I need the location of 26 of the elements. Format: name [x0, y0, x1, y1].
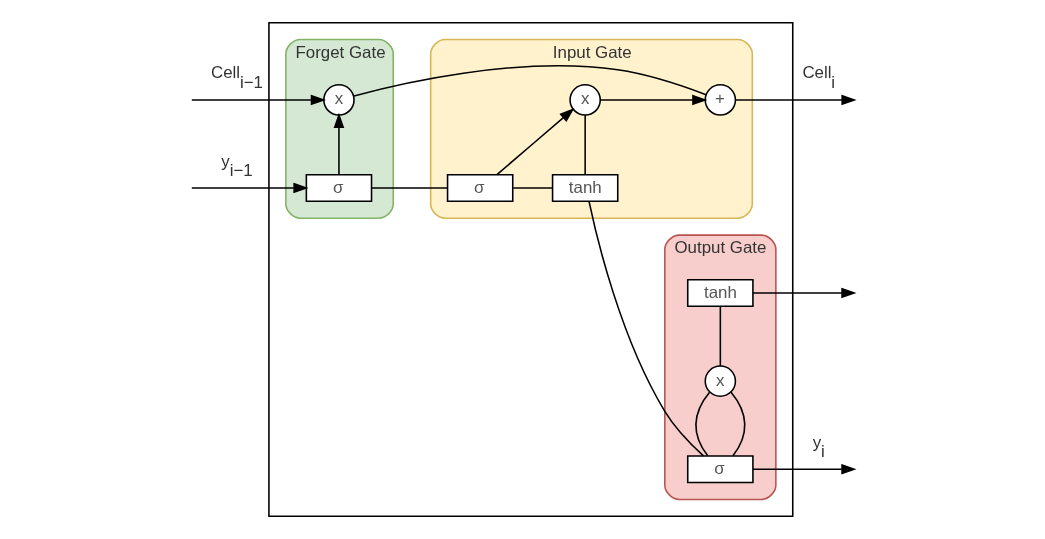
arrow — [190, 182, 309, 194]
connector — [583, 114, 586, 176]
connector — [511, 187, 553, 189]
arrow — [751, 287, 856, 299]
node-circle: x — [703, 365, 736, 397]
arrow — [495, 108, 574, 176]
node-circle: + — [703, 84, 736, 116]
connector — [729, 391, 746, 457]
node-box: tanh — [551, 173, 619, 203]
arrow — [734, 94, 857, 106]
node-circle: x — [568, 84, 601, 116]
cluster — [267, 21, 794, 518]
arrow — [599, 94, 707, 106]
connector — [352, 65, 707, 97]
connector — [694, 391, 710, 457]
connector — [587, 200, 704, 457]
connector — [719, 305, 721, 367]
arrow — [333, 112, 344, 176]
node-box: tanh — [686, 278, 754, 308]
node-circle: x — [322, 84, 355, 116]
connector — [370, 187, 448, 189]
arrow — [751, 463, 856, 475]
arrow — [190, 94, 326, 106]
node-box: σ — [446, 173, 514, 203]
node-box: σ — [305, 173, 372, 203]
node-box: σ — [686, 455, 754, 484]
